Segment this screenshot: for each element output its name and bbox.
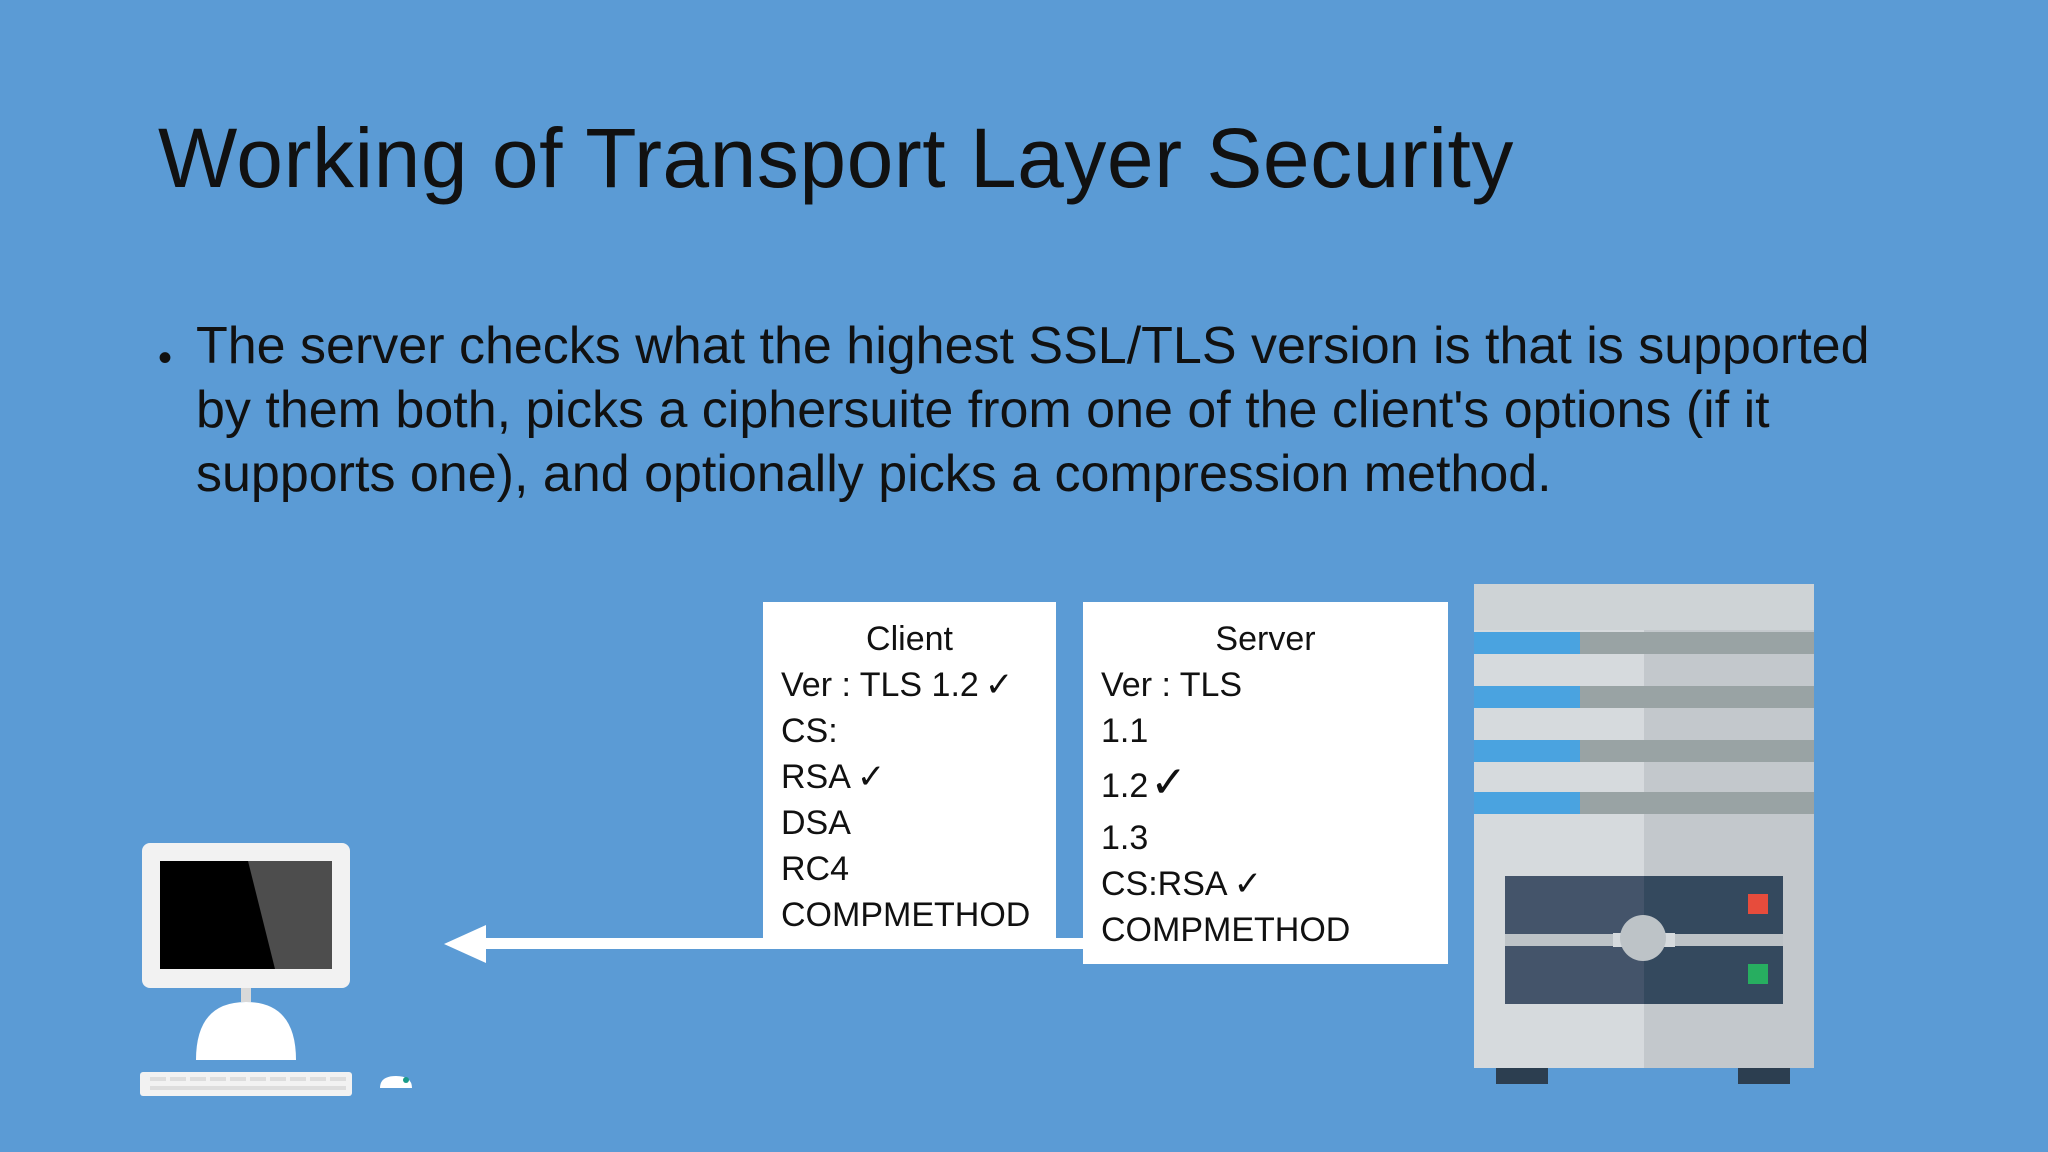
bullet-text: The server checks what the highest SSL/T… — [196, 317, 1870, 503]
client-line: RSA✓ — [781, 758, 886, 796]
client-line: DSA — [781, 804, 851, 842]
bullet-dot-icon: • — [158, 336, 173, 380]
server-line: 1.3 — [1101, 819, 1149, 857]
client-line: CS: — [781, 712, 838, 750]
server-line: Ver : TLS — [1101, 666, 1243, 704]
client-hello-box: Client Ver : TLS 1.2✓ CS: RSA✓ DSA RC4 C… — [763, 602, 1056, 940]
server-line: COMPMETHOD — [1101, 911, 1351, 949]
checkmark-icon: ✓ — [856, 758, 886, 796]
checkmark-icon: ✓ — [984, 666, 1014, 704]
client-heading: Client — [866, 620, 953, 658]
server-hello-box: Server Ver : TLS 1.1 1.2✓ 1.3 CS:RSA✓ CO… — [1083, 602, 1448, 964]
server-line: 1.2✓ — [1101, 758, 1188, 807]
slide-title: Working of Transport Layer Security — [158, 111, 1514, 205]
server-led-green — [1748, 964, 1768, 984]
client-line: Ver : TLS 1.2✓ — [781, 666, 1014, 704]
server-line: 1.1 — [1101, 712, 1149, 750]
server-line: CS:RSA✓ — [1101, 865, 1263, 903]
checkmark-icon: ✓ — [1150, 758, 1188, 807]
server-led-red — [1748, 894, 1768, 914]
client-line: RC4 — [781, 850, 850, 888]
client-line: COMPMETHOD — [781, 896, 1031, 934]
checkmark-icon: ✓ — [1233, 865, 1263, 903]
server-heading: Server — [1215, 620, 1316, 658]
